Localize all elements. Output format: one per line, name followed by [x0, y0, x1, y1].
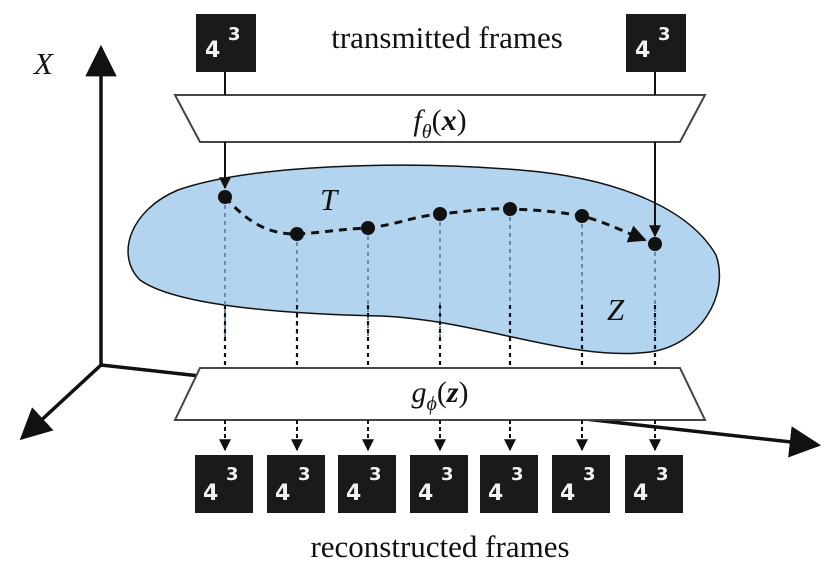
frame-digit-3: 3: [441, 464, 454, 485]
decoder-block: [173, 367, 707, 421]
frame-digit-3: 3: [228, 24, 241, 45]
frame-digit-4: 4: [560, 481, 575, 506]
top-label: transmitted frames: [331, 20, 563, 55]
latent-points: [218, 190, 662, 251]
latent-point: [503, 202, 517, 216]
frame-digit-4: 4: [205, 38, 220, 63]
latent-point: [361, 221, 375, 235]
frame-background: [195, 455, 253, 513]
frame-background: [625, 455, 683, 513]
frame-digit-3: 3: [658, 24, 671, 45]
decoder-sub: ϕ: [426, 393, 436, 415]
encoder-paren-open: (: [432, 104, 442, 137]
transmitted-frame-left: 4 3: [196, 14, 256, 72]
reconstructed-frame: 43: [625, 455, 683, 513]
encoder-paren-close: ): [457, 104, 467, 137]
frame-digit-3: 3: [583, 464, 596, 485]
reconstructed-frame: 43: [410, 455, 468, 513]
encoder-block: [173, 94, 707, 143]
latent-point: [218, 190, 232, 204]
frame-digit-4: 4: [488, 481, 503, 506]
axis-x-label: X: [32, 46, 54, 81]
frame-digit-4: 4: [203, 481, 218, 506]
decoder-paren-open: (: [437, 376, 447, 409]
axis-depth: [19, 363, 103, 441]
frame-digit-3: 3: [511, 464, 524, 485]
reconstructed-frame: 43: [338, 455, 396, 513]
frame-digit-3: 3: [656, 464, 669, 485]
frame-background: [338, 455, 396, 513]
reconstructed-frame: 43: [552, 455, 610, 513]
projections-dark: [223, 305, 657, 368]
frame-background: [552, 455, 610, 513]
latent-space-blob: [127, 164, 721, 355]
decoder-g: g: [411, 376, 426, 409]
trajectory-label: T: [320, 182, 340, 217]
frame-digit-3: 3: [226, 464, 239, 485]
decoder-arg: z: [446, 376, 459, 409]
frame-digit-4: 4: [633, 481, 648, 506]
latent-point: [433, 207, 447, 221]
frame-digit-4: 4: [418, 481, 433, 506]
bottom-label: reconstructed frames: [310, 529, 569, 564]
frame-background: [410, 455, 468, 513]
decoder-label: gϕ(z): [411, 376, 468, 415]
reconstructed-frame: 43: [267, 455, 325, 513]
latent-point: [290, 227, 304, 241]
latent-space-label: Z: [607, 292, 625, 327]
decoder-paren-close: ): [459, 376, 469, 409]
encoder-arg: x: [441, 104, 457, 137]
frame-digit-4: 4: [275, 481, 290, 506]
encoder-sub: θ: [422, 121, 432, 143]
reconstructed-frame: 43: [195, 455, 253, 513]
frame-digit-3: 3: [369, 464, 382, 485]
latent-point: [648, 237, 662, 251]
frame-background: [267, 455, 325, 513]
frame-digit-4: 4: [346, 481, 361, 506]
encoder-label: fθ(x): [413, 104, 466, 143]
transmitted-frame-right: 4 3: [626, 14, 686, 72]
frame-background: [480, 455, 538, 513]
frame-digit-4: 4: [635, 38, 650, 63]
latent-point: [575, 209, 589, 223]
reconstructed-frame: 43: [480, 455, 538, 513]
frame-digit-3: 3: [298, 464, 311, 485]
